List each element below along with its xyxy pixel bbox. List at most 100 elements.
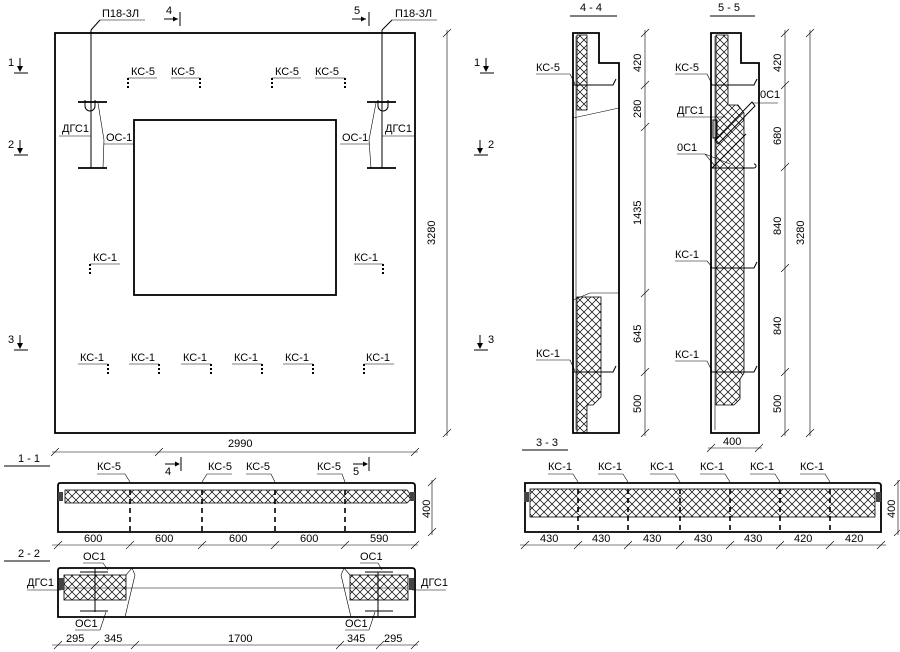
svg-text:КС-1: КС-1 — [800, 461, 824, 473]
svg-text:3: 3 — [488, 334, 494, 346]
svg-text:2990: 2990 — [228, 438, 252, 450]
svg-text:КС-1: КС-1 — [675, 349, 699, 361]
svg-text:430: 430 — [592, 533, 610, 545]
svg-text:1: 1 — [8, 57, 14, 69]
svg-text:КС-5: КС-5 — [536, 62, 560, 74]
dimension-chain: 600 600 600 600 590 400 — [52, 477, 437, 550]
svg-text:ДГС1: ДГС1 — [421, 577, 448, 589]
svg-text:280: 280 — [632, 100, 644, 118]
section-cut-1: 1 1 — [8, 57, 494, 74]
svg-text:840: 840 — [772, 317, 784, 335]
section-title: 2 - 2 — [18, 548, 40, 560]
svg-text:ДГС1: ДГС1 — [677, 105, 704, 117]
svg-text:430: 430 — [643, 533, 661, 545]
dimension-chain: 295 345 1700 345 295 — [52, 633, 420, 650]
section-1-1: 1 - 1 КС-5 КС-5 КС-5 КС-5 4 5 600 600 60… — [4, 453, 437, 550]
svg-text:2: 2 — [8, 139, 14, 151]
svg-text:ДГС1: ДГС1 — [27, 577, 54, 589]
svg-text:1700: 1700 — [228, 633, 252, 645]
svg-text:ОС1: ОС1 — [360, 551, 383, 563]
dimension-chain: 430 430 430 430 430 420 420 400 — [520, 479, 900, 550]
svg-text:345: 345 — [104, 633, 122, 645]
svg-text:645: 645 — [632, 325, 644, 343]
svg-text:КС-5: КС-5 — [275, 66, 299, 78]
svg-text:0С1: 0С1 — [760, 89, 780, 101]
svg-text:КС-5: КС-5 — [171, 66, 195, 78]
svg-text:600: 600 — [229, 533, 247, 545]
svg-text:400: 400 — [723, 436, 741, 448]
svg-text:ОС1: ОС1 — [75, 618, 98, 630]
section-cut-2: 2 2 — [8, 139, 494, 156]
panel-outline — [54, 32, 416, 434]
svg-text:КС-1: КС-1 — [80, 352, 104, 364]
svg-text:КС-1: КС-1 — [536, 348, 560, 360]
dimension-chain: 420 280 1435 645 500 — [632, 28, 650, 438]
loop-label-right: П18-3Л — [395, 8, 432, 20]
section-2-2: 2 - 2 ОС1 ОС1 ОС1 ОС1 ДГС1 ДГС1 295 345 … — [4, 548, 448, 650]
svg-text:КС-1: КС-1 — [700, 461, 724, 473]
svg-text:295: 295 — [384, 633, 402, 645]
svg-text:КС-5: КС-5 — [315, 66, 339, 78]
svg-text:0С1: 0С1 — [677, 142, 697, 154]
svg-text:КС-1: КС-1 — [598, 461, 622, 473]
section-title: 5 - 5 — [718, 2, 740, 14]
svg-text:2: 2 — [488, 139, 494, 151]
svg-text:КС-5: КС-5 — [675, 62, 699, 74]
svg-text:420: 420 — [845, 533, 863, 545]
svg-text:КС-5: КС-5 — [246, 461, 270, 473]
svg-text:КС-1: КС-1 — [354, 252, 378, 264]
svg-text:295: 295 — [66, 633, 84, 645]
section-4-4: 4 - 4 КС-5 КС-1 420 280 1435 645 500 — [536, 2, 650, 438]
section-marker-5: 5 — [352, 5, 370, 26]
dgs-label-right: ДГС1 — [385, 123, 412, 135]
svg-text:5: 5 — [354, 5, 360, 17]
svg-text:3280: 3280 — [795, 221, 807, 245]
window-opening — [133, 119, 337, 296]
svg-text:400: 400 — [886, 500, 898, 518]
panel-elevation: П18-3Л П18-3Л ДГС1 ДГС1 ОС-1 ОС-1 4 5 1 … — [8, 5, 494, 457]
svg-text:3: 3 — [8, 334, 14, 346]
svg-text:420: 420 — [794, 533, 812, 545]
section-3-3: 3 - 3 КС-1 КС-1 КС-1 КС-1 КС-1 КС-1 430 … — [520, 437, 900, 550]
svg-text:1435: 1435 — [632, 201, 644, 225]
os-label-right: ОС-1 — [342, 132, 368, 144]
dimension-height: 3280 — [426, 28, 452, 438]
svg-text:4: 4 — [165, 466, 171, 478]
svg-text:КС-1: КС-1 — [285, 352, 309, 364]
loop-label-left: П18-3Л — [102, 8, 139, 20]
lifting-loop-left — [59, 19, 145, 169]
svg-text:420: 420 — [632, 54, 644, 72]
svg-text:КС-1: КС-1 — [183, 352, 207, 364]
svg-text:600: 600 — [84, 533, 102, 545]
svg-text:400: 400 — [421, 500, 433, 518]
svg-text:3280: 3280 — [426, 221, 438, 245]
svg-text:КС-5: КС-5 — [97, 461, 121, 473]
svg-text:590: 590 — [370, 533, 388, 545]
svg-text:КС-1: КС-1 — [650, 461, 674, 473]
svg-text:500: 500 — [772, 395, 784, 413]
svg-text:КС-5: КС-5 — [317, 461, 341, 473]
svg-text:КС-5: КС-5 — [131, 66, 155, 78]
section-cut-3: 3 3 — [8, 334, 494, 351]
svg-text:КС-1: КС-1 — [366, 352, 390, 364]
svg-text:КС-1: КС-1 — [750, 461, 774, 473]
svg-text:ОС1: ОС1 — [345, 618, 368, 630]
ks5-marks: КС-5 КС-5 КС-5 КС-5 — [127, 66, 346, 88]
svg-text:1: 1 — [474, 57, 480, 69]
svg-text:420: 420 — [772, 54, 784, 72]
svg-text:КС-1: КС-1 — [548, 461, 572, 473]
svg-text:ОС1: ОС1 — [83, 551, 106, 563]
svg-text:КС-1: КС-1 — [93, 252, 117, 264]
svg-text:345: 345 — [347, 633, 365, 645]
section-title: 4 - 4 — [580, 2, 602, 14]
dimension-width: 2990 — [50, 438, 420, 457]
svg-text:КС-1: КС-1 — [131, 352, 155, 364]
svg-text:680: 680 — [772, 127, 784, 145]
dimension-chain: 420 680 840 840 500 3280 400 — [706, 28, 815, 453]
svg-text:КС-1: КС-1 — [234, 352, 258, 364]
svg-text:500: 500 — [632, 395, 644, 413]
dgs-label-left: ДГС1 — [62, 123, 89, 135]
svg-text:840: 840 — [772, 217, 784, 235]
lifting-loop-right — [340, 19, 437, 169]
